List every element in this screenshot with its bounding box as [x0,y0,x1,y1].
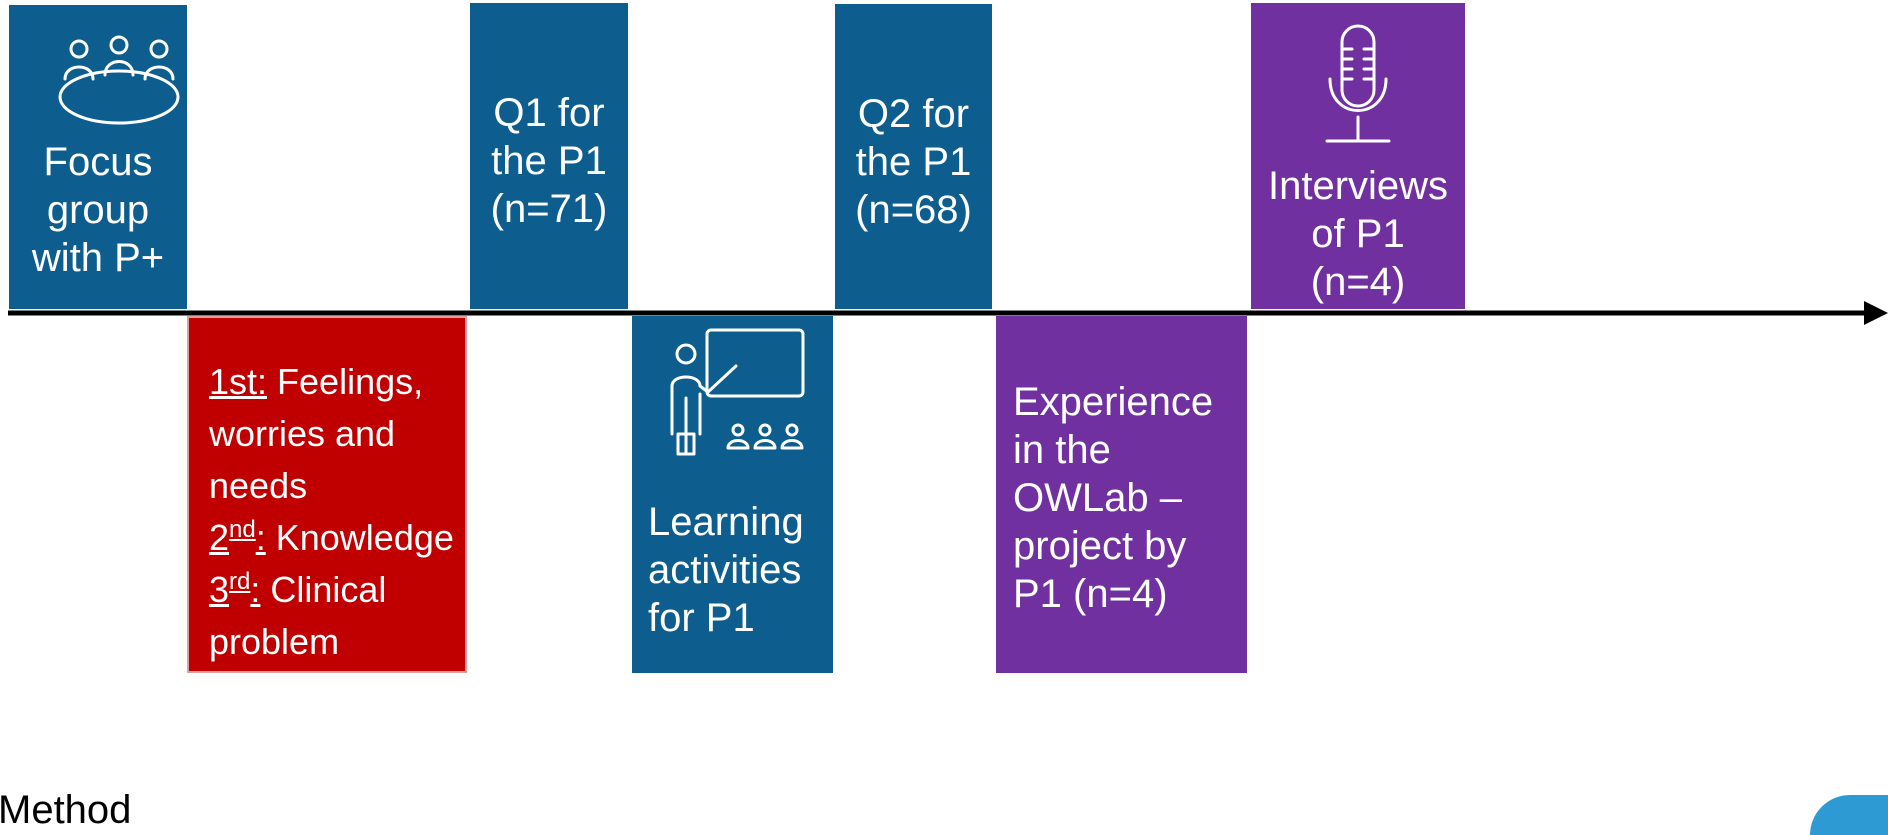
timeline-arrowhead [1864,301,1888,325]
interviews-label: Interviews of P1 (n=4) [1267,164,1449,304]
microphone-icon [1325,24,1391,143]
phase-3-line: 3rd: Clinical [209,568,387,610]
q1-box: Q1 for the P1 (n=71) [470,3,628,309]
phase-1-line: 1st: Feelings, [209,361,424,402]
focus-group-label: Focus group with P+ [31,140,165,280]
learning-activities-label: Learning activities for P1 [648,500,804,640]
footer-partial-text: Method [0,788,132,832]
phase-1-line-3: needs [209,465,308,506]
phases-box: 1st: Feelings, worries and needs 2nd: Kn… [187,316,467,673]
phases-text: 1st: Feelings, worries and needs 2nd: Kn… [209,356,454,668]
phase-1-line-2: worries and [209,413,396,454]
timeline-axis [8,301,1888,325]
q1-label: Q1 for the P1 (n=71) [490,91,608,231]
q2-label: Q2 for the P1 (n=68) [855,92,972,232]
owlab-experience-box: Experience in the OWLab – project by P1 … [996,316,1247,673]
teacher-presentation-icon [670,328,805,456]
meeting-table-icon [58,35,180,125]
learning-activities-box: Learning activities for P1 [632,316,833,673]
phase-2-line: 2nd: Knowledge [209,516,454,558]
owlab-experience-label: Experience in the OWLab – project by P1 … [1013,380,1214,616]
focus-group-box: Focus group with P+ [9,5,187,309]
phase-3-line-2: problem [209,621,340,662]
interviews-box: Interviews of P1 (n=4) [1251,3,1465,309]
q2-box: Q2 for the P1 (n=68) [835,4,992,309]
